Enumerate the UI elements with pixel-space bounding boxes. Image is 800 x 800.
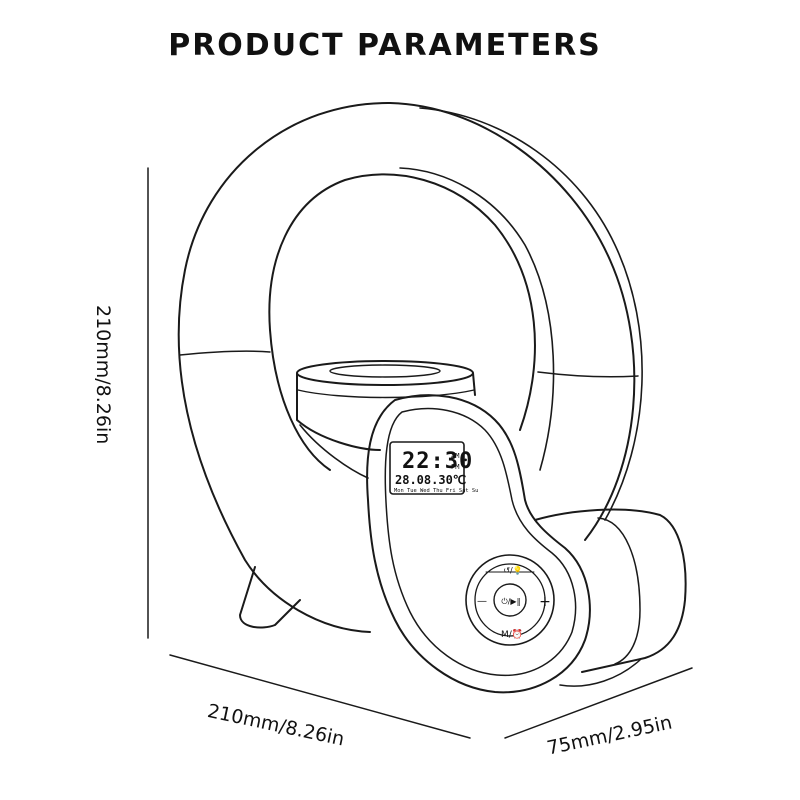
volume-down-button: — (477, 596, 487, 607)
lcd-am: AM (451, 452, 459, 460)
charging-pad-body (296, 372, 381, 451)
lcd-time: 22:30 (402, 449, 473, 474)
inner-ring (268, 173, 536, 471)
page-title: PRODUCT PARAMETERS (168, 28, 602, 63)
ring-seam-left (179, 350, 271, 356)
right-base (534, 508, 687, 673)
control-pad-inner (474, 563, 546, 637)
outer-ring-rear (419, 107, 643, 521)
control-pad (465, 554, 555, 646)
control-panel-face (384, 407, 577, 677)
height-label: 210mm/8.26in (92, 305, 114, 445)
lcd-pm: PM (451, 463, 459, 471)
center-button-ring (493, 583, 527, 617)
lcd-weekdays: Mon Tue Wed Thu Fri Sat Su (394, 488, 478, 494)
ring-seam-right (537, 371, 639, 378)
volume-up-button: + (539, 594, 551, 610)
depth-dimension-line (504, 667, 693, 739)
mode-alarm-button: M/⏰ (501, 628, 523, 640)
lcd-screen (389, 441, 465, 495)
charging-pad-inner (329, 364, 441, 378)
lcd-date-temp: 28.08.30℃ (395, 473, 466, 487)
power-play-button: ⏻/▶‖ (501, 597, 520, 606)
charging-band (297, 389, 475, 399)
width-dimension-line (169, 654, 471, 739)
light-mode-button: ↺/💡 (503, 565, 522, 575)
inner-ring-depth (399, 167, 555, 471)
outer-ring (177, 101, 636, 633)
base-foot (239, 566, 301, 629)
control-panel-outline (366, 394, 591, 694)
